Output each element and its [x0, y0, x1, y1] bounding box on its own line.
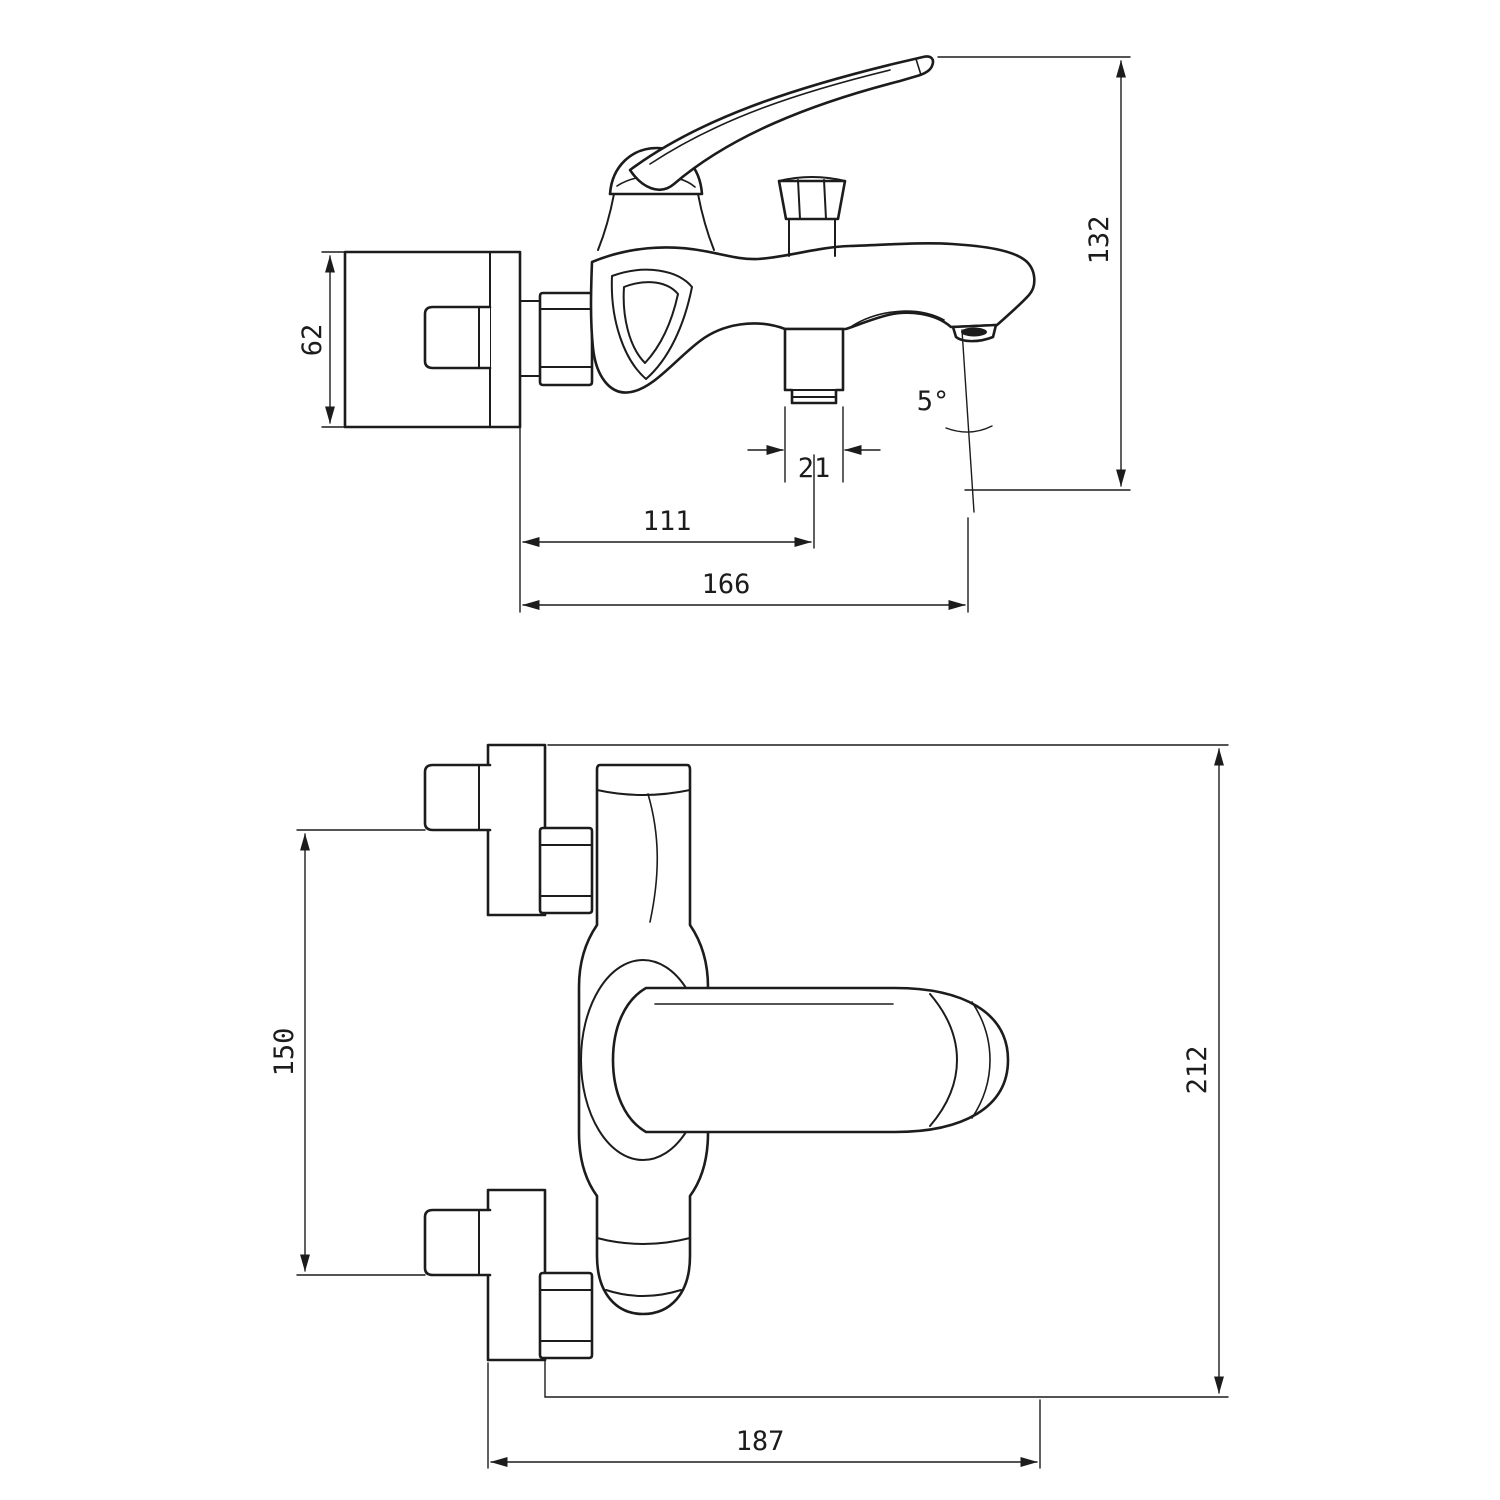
- spout-outlet-hole: [961, 327, 987, 337]
- spout-underside-line: [851, 310, 945, 327]
- front-view: 150 212 187: [269, 743, 1229, 1469]
- valve-shield-inner: [622, 281, 679, 364]
- dim-inlet-spacing: 150: [269, 829, 426, 1276]
- dim-spout-reach: 166: [519, 329, 975, 613]
- handle-cap-seam: [929, 993, 958, 1127]
- body-top-seam: [596, 789, 691, 796]
- dim-111-label: 111: [643, 506, 692, 537]
- dim-166-extension-lines: [519, 426, 969, 613]
- hex-nut-facets-bottom: [539, 1289, 593, 1342]
- diverter-knob-facets: [778, 176, 846, 220]
- hex-nut-facets-side: [539, 308, 593, 368]
- lever-detail-lines: [649, 58, 922, 165]
- dim-spout-angle: 5°: [917, 386, 993, 433]
- dim-flange-height: 62: [297, 251, 346, 428]
- hex-nut-side: [538, 291, 594, 387]
- inlet-stub-side: [423, 305, 492, 370]
- dim-132-extension-lines: [937, 56, 1131, 491]
- body-bottom-seams: [596, 1237, 691, 1297]
- dim-5deg-label: 5°: [917, 386, 950, 417]
- diverter-knob: [777, 179, 847, 221]
- dim-21-extension-lines: [784, 406, 844, 483]
- hex-nut-top: [538, 826, 594, 915]
- dim-212-extension-lines: [544, 744, 1229, 1398]
- inlet-stub-top: [423, 763, 492, 832]
- dim-overall-width: 187: [487, 1362, 1041, 1469]
- dim-5deg-arc: [945, 425, 993, 433]
- dim-132-label: 132: [1084, 216, 1115, 265]
- hose-outlet-side: [783, 327, 845, 405]
- lever-handle-front: [611, 986, 1010, 1134]
- dim-150-label: 150: [269, 1028, 300, 1077]
- faucet-body-side: [589, 242, 1036, 394]
- wall-flange-plate-bottom: [486, 1188, 547, 1362]
- body-neck-contour: [647, 793, 659, 923]
- hex-nut-facets-top: [539, 844, 593, 897]
- wall-flange-plate-top: [486, 743, 547, 917]
- connector-cylinder-side: [519, 300, 541, 377]
- dim-150-extension-lines: [296, 829, 426, 1276]
- hex-nut-bottom: [538, 1271, 594, 1360]
- spout-angle-leader-line: [961, 329, 975, 513]
- dim-overall-height-front: 212: [544, 744, 1229, 1398]
- dim-outlet-offset: 111: [522, 454, 815, 549]
- diverter-stem: [788, 218, 836, 257]
- dim-212-label: 212: [1182, 1046, 1213, 1095]
- hose-outlet-thread-lines: [784, 389, 844, 398]
- dim-187-label: 187: [736, 1426, 785, 1457]
- side-view: 62 132 21 111 166: [297, 55, 1131, 613]
- inlet-stub-bottom: [423, 1208, 492, 1277]
- dim-187-extension-lines: [487, 1362, 1041, 1469]
- handle-neck-side: [597, 193, 715, 251]
- dim-62-label: 62: [297, 324, 328, 357]
- lever-handle-side: [628, 55, 935, 191]
- valve-shield-outer: [610, 268, 693, 380]
- dim-166-label: 166: [702, 569, 751, 600]
- dim-62-extension-lines: [321, 251, 346, 428]
- handle-cap-inner-line: [971, 1001, 991, 1119]
- dim-overall-height-side: 132: [937, 56, 1131, 491]
